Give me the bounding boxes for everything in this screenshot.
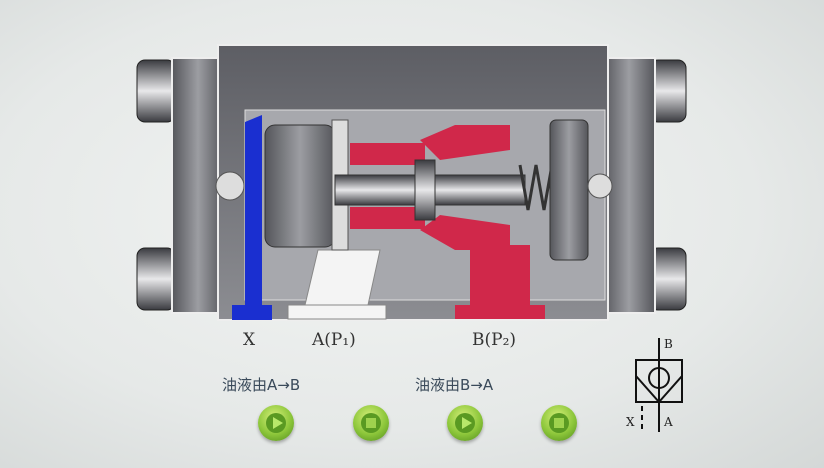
play-b-to-a-button[interactable] — [447, 405, 483, 441]
stop-a-to-b-button[interactable] — [353, 405, 389, 441]
port-x-label: X — [243, 330, 256, 350]
port-a-channel — [287, 249, 387, 320]
play-icon — [461, 417, 472, 429]
main-spool — [215, 119, 526, 251]
symbol-a-label: A — [664, 415, 673, 429]
flow-a-to-b-label: 油液由A→B — [222, 376, 301, 394]
port-a-label: A(P₁) — [312, 330, 356, 350]
poppet-seat — [549, 119, 613, 261]
port-b-label: B(P₂) — [472, 330, 517, 350]
play-a-to-b-button[interactable] — [258, 405, 294, 441]
pressure-oil-red — [350, 125, 545, 319]
stop-b-to-a-button[interactable] — [541, 405, 577, 441]
play-icon — [272, 417, 283, 429]
flow-b-to-a-label: 油液由B→A — [415, 376, 494, 394]
symbol-x-label: X — [626, 415, 635, 429]
left-end-cap — [136, 57, 225, 314]
symbol-b-label: B — [664, 337, 673, 351]
stop-icon — [554, 418, 564, 428]
hydraulic-symbol — [635, 338, 683, 432]
control-piston-blue — [232, 115, 272, 320]
right-end-cap — [602, 57, 687, 314]
stop-icon — [366, 418, 376, 428]
